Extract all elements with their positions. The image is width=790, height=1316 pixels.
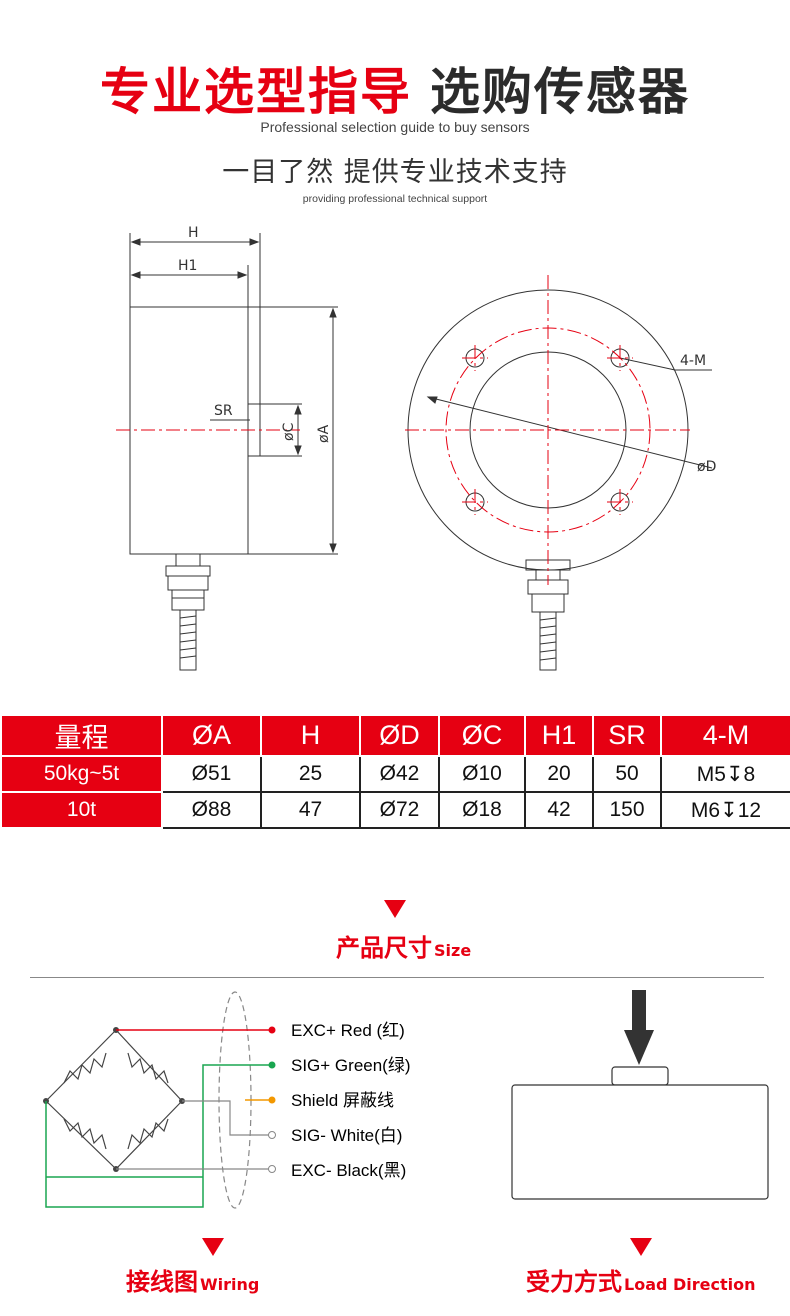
wiring-diagram: EXC+ Red (红) SIG+ Green(绿) Shield 屏蔽线 SI… [43, 990, 769, 1209]
cell: 42 [524, 791, 594, 829]
col-d: ØD [359, 714, 440, 757]
size-title-cn: 产品尺寸 [336, 934, 432, 962]
cell: Ø42 [359, 755, 440, 793]
label-sr: SR [214, 403, 233, 419]
cell: 50 [592, 755, 662, 793]
subtitle-cn: 一目了然 提供专业技术支持 [222, 157, 568, 188]
dimension-drawing: H H1 SR øC øA 4-M øD [116, 225, 716, 671]
wire-label-sig-plus: SIG+ Green(绿) [291, 1056, 411, 1075]
col-c: ØC [438, 714, 526, 757]
cell: M6↧12 [660, 791, 790, 829]
label-h1: H1 [178, 258, 197, 274]
cell-range: 50kg~5t [0, 755, 163, 793]
cell: 47 [260, 791, 361, 829]
col-4m: 4-M [660, 714, 790, 757]
load-direction-diagram [511, 990, 769, 1200]
table-row: 10t Ø88 47 Ø72 Ø18 42 150 M6↧12 [0, 791, 790, 829]
subtitle-en: Professional selection guide to buy sens… [260, 119, 530, 135]
label-4m: 4-M [680, 353, 706, 369]
load-title-cn: 受力方式 [526, 1268, 622, 1296]
col-range: 量程 [0, 714, 163, 757]
col-h: H [260, 714, 361, 757]
wiring-arrow-icon [202, 1238, 224, 1256]
col-a: ØA [161, 714, 262, 757]
wire-label-shield: Shield 屏蔽线 [291, 1091, 394, 1110]
cell: Ø10 [438, 755, 526, 793]
label-a: øA [316, 424, 332, 443]
cell: M5↧8 [660, 755, 790, 793]
title-red: 专业选型指导 [100, 63, 412, 121]
wire-label-exc-minus: EXC- Black(黑) [291, 1161, 406, 1180]
load-arrow-icon [630, 1238, 652, 1256]
cell: Ø88 [161, 791, 262, 829]
size-title-en: Size [434, 941, 472, 960]
cell: 150 [592, 791, 662, 829]
cell: Ø51 [161, 755, 262, 793]
wiring-title-cn: 接线图 [126, 1268, 198, 1296]
wiring-title-en: Wiring [200, 1275, 260, 1294]
table-header-row: 量程 ØA H ØD ØC H1 SR 4-M [0, 714, 790, 757]
subtitle-en-2: providing professional technical support [302, 193, 488, 205]
cell-range: 10t [0, 791, 163, 829]
load-title-en: Load Direction [624, 1275, 756, 1294]
size-arrow-icon [384, 900, 406, 918]
table-row: 50kg~5t Ø51 25 Ø42 Ø10 20 50 M5↧8 [0, 755, 790, 793]
label-d: øD [697, 459, 716, 475]
cell: 25 [260, 755, 361, 793]
title-dark: 选购传感器 [430, 63, 690, 121]
cell: Ø18 [438, 791, 526, 829]
page-title: 专业选型指导选购传感器 [0, 52, 790, 124]
col-h1: H1 [524, 714, 594, 757]
divider [30, 977, 764, 978]
wire-label-sig-minus: SIG- White(白) [291, 1126, 402, 1145]
label-h: H [188, 225, 199, 241]
col-sr: SR [592, 714, 662, 757]
cell: 20 [524, 755, 594, 793]
wire-label-exc-plus: EXC+ Red (红) [291, 1021, 405, 1040]
label-c: øC [281, 422, 297, 441]
cell: Ø72 [359, 791, 440, 829]
spec-table: 量程 ØA H ØD ØC H1 SR 4-M 50kg~5t Ø51 25 Ø… [0, 714, 790, 829]
